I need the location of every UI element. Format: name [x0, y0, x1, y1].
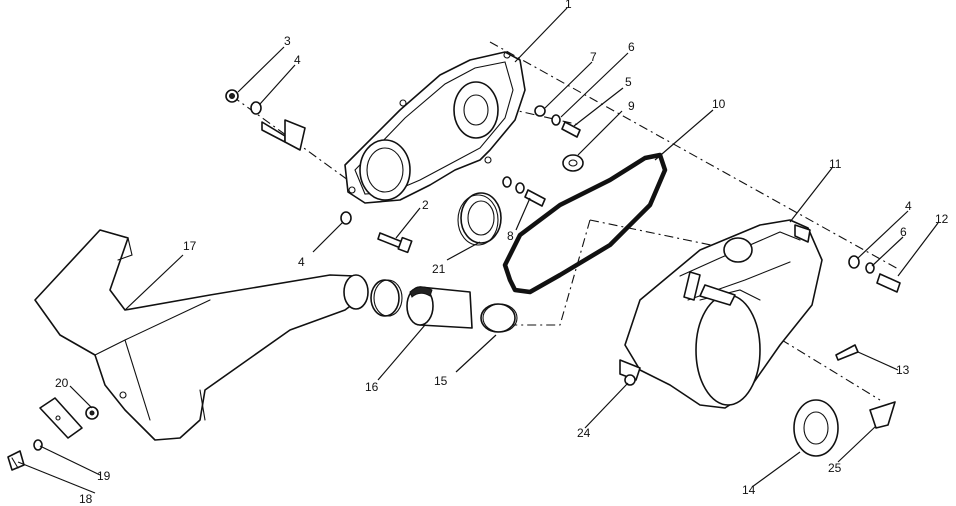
- callout-6-top: 6: [628, 40, 635, 54]
- callout-2: 2: [422, 198, 429, 212]
- inner-cover-plate: [344, 51, 526, 204]
- callout-17: 17: [183, 239, 197, 253]
- intake-duct: [34, 229, 369, 441]
- decals: [624, 344, 896, 457]
- callout-20: 20: [55, 376, 69, 390]
- bolt: [377, 232, 413, 254]
- callout-4-right: 4: [905, 199, 912, 213]
- plate-hardware: [502, 105, 584, 207]
- callout-19: 19: [97, 469, 111, 483]
- callout-15: 15: [434, 374, 448, 388]
- callout-4-left: 4: [294, 53, 301, 67]
- callout-12: 12: [935, 212, 949, 226]
- drive-belt: [502, 152, 668, 295]
- leader-lines: [17, 7, 939, 494]
- callout-18: 18: [79, 492, 93, 506]
- callout-24: 24: [577, 426, 591, 440]
- callout-labels: 1 2 3 4 4 4 5 6 6 7 8 9 10 11 12 13 14 1…: [55, 0, 949, 506]
- callout-8: 8: [507, 229, 514, 243]
- callout-10: 10: [712, 97, 726, 111]
- outer-clutch-cover: [619, 219, 823, 409]
- assembly-centerlines: [231, 41, 901, 401]
- callout-9: 9: [628, 99, 635, 113]
- duct-hardware: [7, 397, 99, 471]
- cover-hardware: [848, 255, 901, 293]
- callout-4-lower: 4: [298, 255, 305, 269]
- left-hardware: [225, 89, 352, 225]
- callout-6-right: 6: [900, 225, 907, 239]
- callout-7: 7: [590, 50, 597, 64]
- callout-13: 13: [896, 363, 910, 377]
- callout-16: 16: [365, 380, 379, 394]
- seal: [457, 192, 502, 246]
- callout-5: 5: [625, 75, 632, 89]
- callout-1: 1: [565, 0, 572, 11]
- callout-21: 21: [432, 262, 446, 276]
- callout-25: 25: [828, 461, 842, 475]
- callout-11: 11: [829, 157, 842, 171]
- callout-14: 14: [742, 483, 756, 497]
- duct-clamps-and-boot: [370, 279, 518, 333]
- callout-3: 3: [284, 34, 291, 48]
